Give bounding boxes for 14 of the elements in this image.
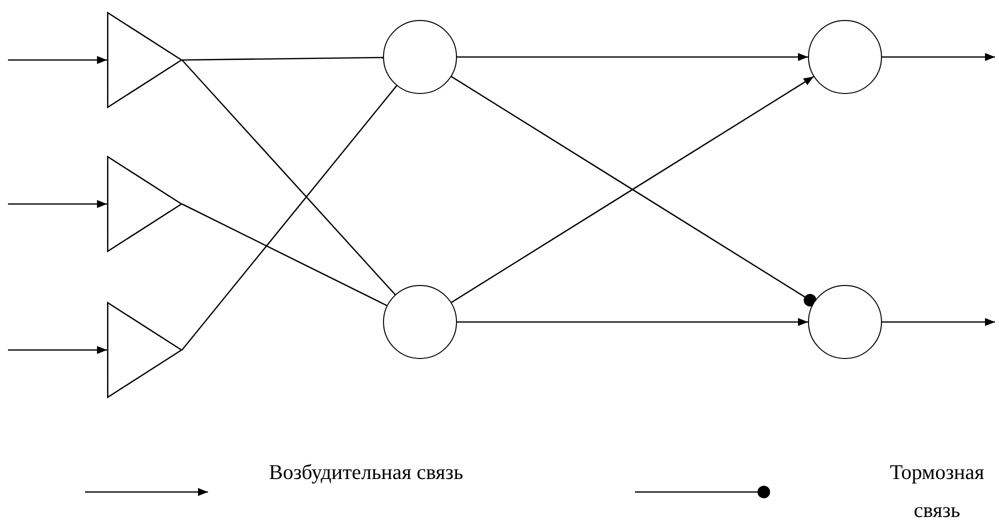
arrow (8, 346, 107, 354)
arrow (457, 318, 808, 326)
connector-line (182, 60, 396, 296)
legend-label: Тормозная связь (888, 459, 986, 524)
connector-line (182, 85, 398, 350)
connector-line (182, 203, 388, 306)
arrow (457, 53, 808, 61)
legend-label: Возбудительная связь (268, 459, 464, 486)
arrow (882, 318, 995, 326)
neuron-circle (383, 285, 457, 359)
arrow (8, 56, 107, 64)
arrow (8, 200, 107, 208)
arrow (882, 53, 995, 61)
connector-line (182, 56, 384, 61)
